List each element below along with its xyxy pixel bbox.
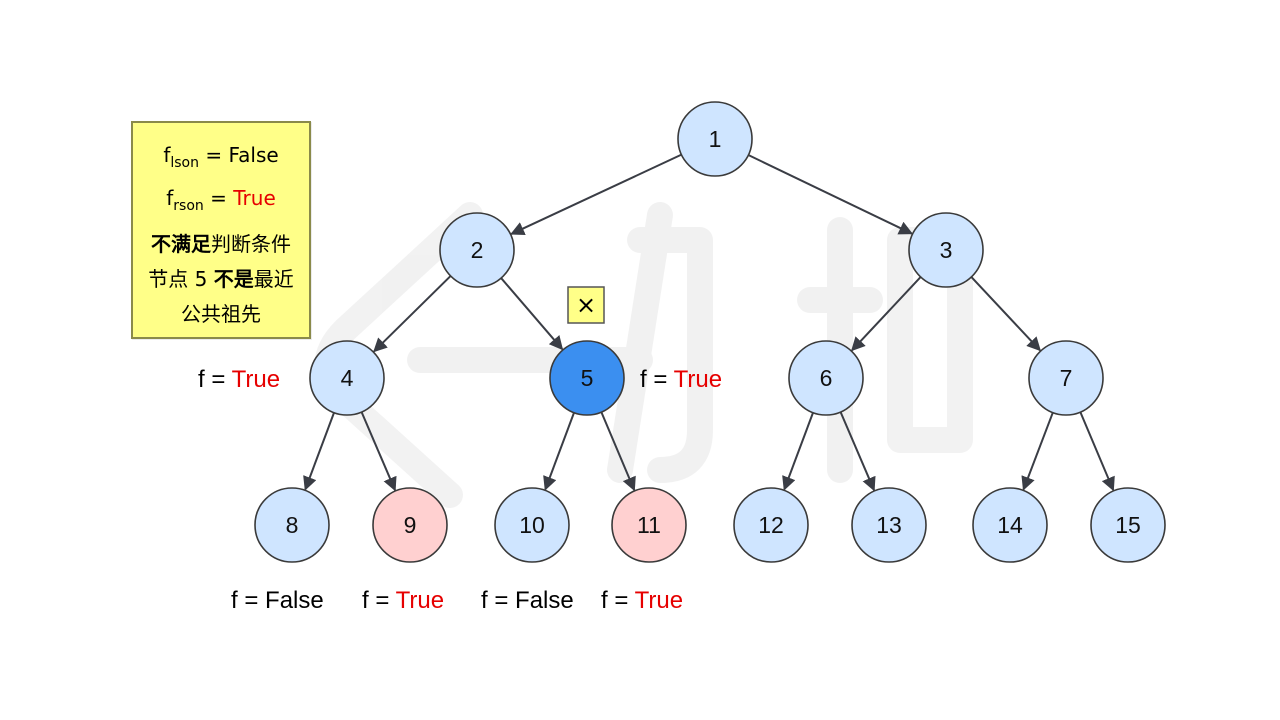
f-annotation-node-5: f = True [640, 366, 722, 393]
tree-node-2: 2 [439, 212, 515, 288]
tree-node-4: 4 [309, 340, 385, 416]
tree-node-12: 12 [733, 487, 809, 563]
node-label: 8 [286, 512, 299, 538]
f-value-node-9: True [396, 587, 444, 614]
node-circle [254, 487, 330, 563]
node-label: 1 [709, 126, 722, 152]
f-annotation-node-10: f = False [481, 587, 574, 614]
not-lca-marker: × [567, 286, 605, 324]
node-circle [733, 487, 809, 563]
tree-node-7: 7 [1028, 340, 1104, 416]
node-label: 7 [1060, 365, 1073, 391]
note-lson-line: flson = False [163, 143, 279, 171]
node-label: 15 [1115, 512, 1141, 538]
tree-node-1: 1 [677, 101, 753, 177]
f-annotation-node-4: f = True [198, 366, 280, 393]
edge-7-14 [1021, 412, 1054, 491]
node-label: 14 [997, 512, 1023, 538]
node-circle [549, 340, 625, 416]
node-circle [972, 487, 1048, 563]
node-label: 6 [820, 365, 833, 391]
explanation-note: flson = False frson = True 不满足判断条件 节点 5 … [131, 121, 311, 339]
node-circle [1028, 340, 1104, 416]
node-circle [494, 487, 570, 563]
tree-node-14: 14 [972, 487, 1048, 563]
node-circle [908, 212, 984, 288]
node-label: 4 [341, 365, 354, 391]
note-rson-line: frson = True [166, 186, 276, 214]
f-annotation-node-8: f = False [231, 587, 324, 614]
edge-4-9 [360, 411, 397, 492]
edge-6-12 [782, 412, 814, 491]
tree-node-13: 13 [851, 487, 927, 563]
note-condition-line: 不满足判断条件 [151, 232, 291, 256]
node-label: 10 [519, 512, 545, 538]
tree-node-5: 5 [549, 340, 625, 416]
cross-mark: × [576, 291, 596, 319]
note-node-line: 节点 5 不是最近 [148, 267, 294, 291]
tree-node-15: 15 [1090, 487, 1166, 563]
watermark-logo [314, 202, 973, 508]
f-value-node-4: True [232, 366, 280, 393]
node-circle [1090, 487, 1166, 563]
edge-1-2 [510, 153, 682, 235]
tree-node-11: 11 [611, 487, 687, 563]
edge-7-15 [1079, 411, 1115, 492]
tree-node-3: 3 [908, 212, 984, 288]
f-annotation-node-11: f = True [601, 587, 683, 614]
f-annotation-node-9: f = True [362, 587, 444, 614]
note-ancestor-line: 公共祖先 [181, 302, 261, 326]
node-label: 11 [637, 512, 661, 538]
node-label: 3 [940, 237, 953, 263]
f-value-node-10: False [515, 587, 574, 614]
edge-5-10 [543, 412, 575, 491]
edge-2-5 [500, 277, 564, 351]
edge-3-7 [970, 276, 1041, 352]
node-label: 12 [758, 512, 784, 538]
node-label: 5 [581, 365, 594, 391]
node-label: 2 [471, 237, 484, 263]
f-value-node-8: False [265, 587, 324, 614]
node-circle [611, 487, 687, 563]
edge-5-11 [600, 411, 636, 492]
edge-4-8 [303, 412, 335, 491]
edge-6-13 [839, 411, 876, 492]
node-circle [788, 340, 864, 416]
tree-node-9: 9 [372, 487, 448, 563]
edge-3-6 [851, 276, 922, 352]
node-circle [677, 101, 753, 177]
tree-node-8: 8 [254, 487, 330, 563]
f-value-node-5: True [674, 366, 722, 393]
node-circle [439, 212, 515, 288]
edge-2-4 [373, 275, 452, 353]
tree-node-10: 10 [494, 487, 570, 563]
node-label: 13 [876, 512, 902, 538]
edge-1-3 [747, 154, 914, 235]
node-label: 9 [404, 512, 417, 538]
node-circle [309, 340, 385, 416]
f-value-node-11: True [635, 587, 683, 614]
node-circle [372, 487, 448, 563]
tree-node-6: 6 [788, 340, 864, 416]
node-circle [851, 487, 927, 563]
